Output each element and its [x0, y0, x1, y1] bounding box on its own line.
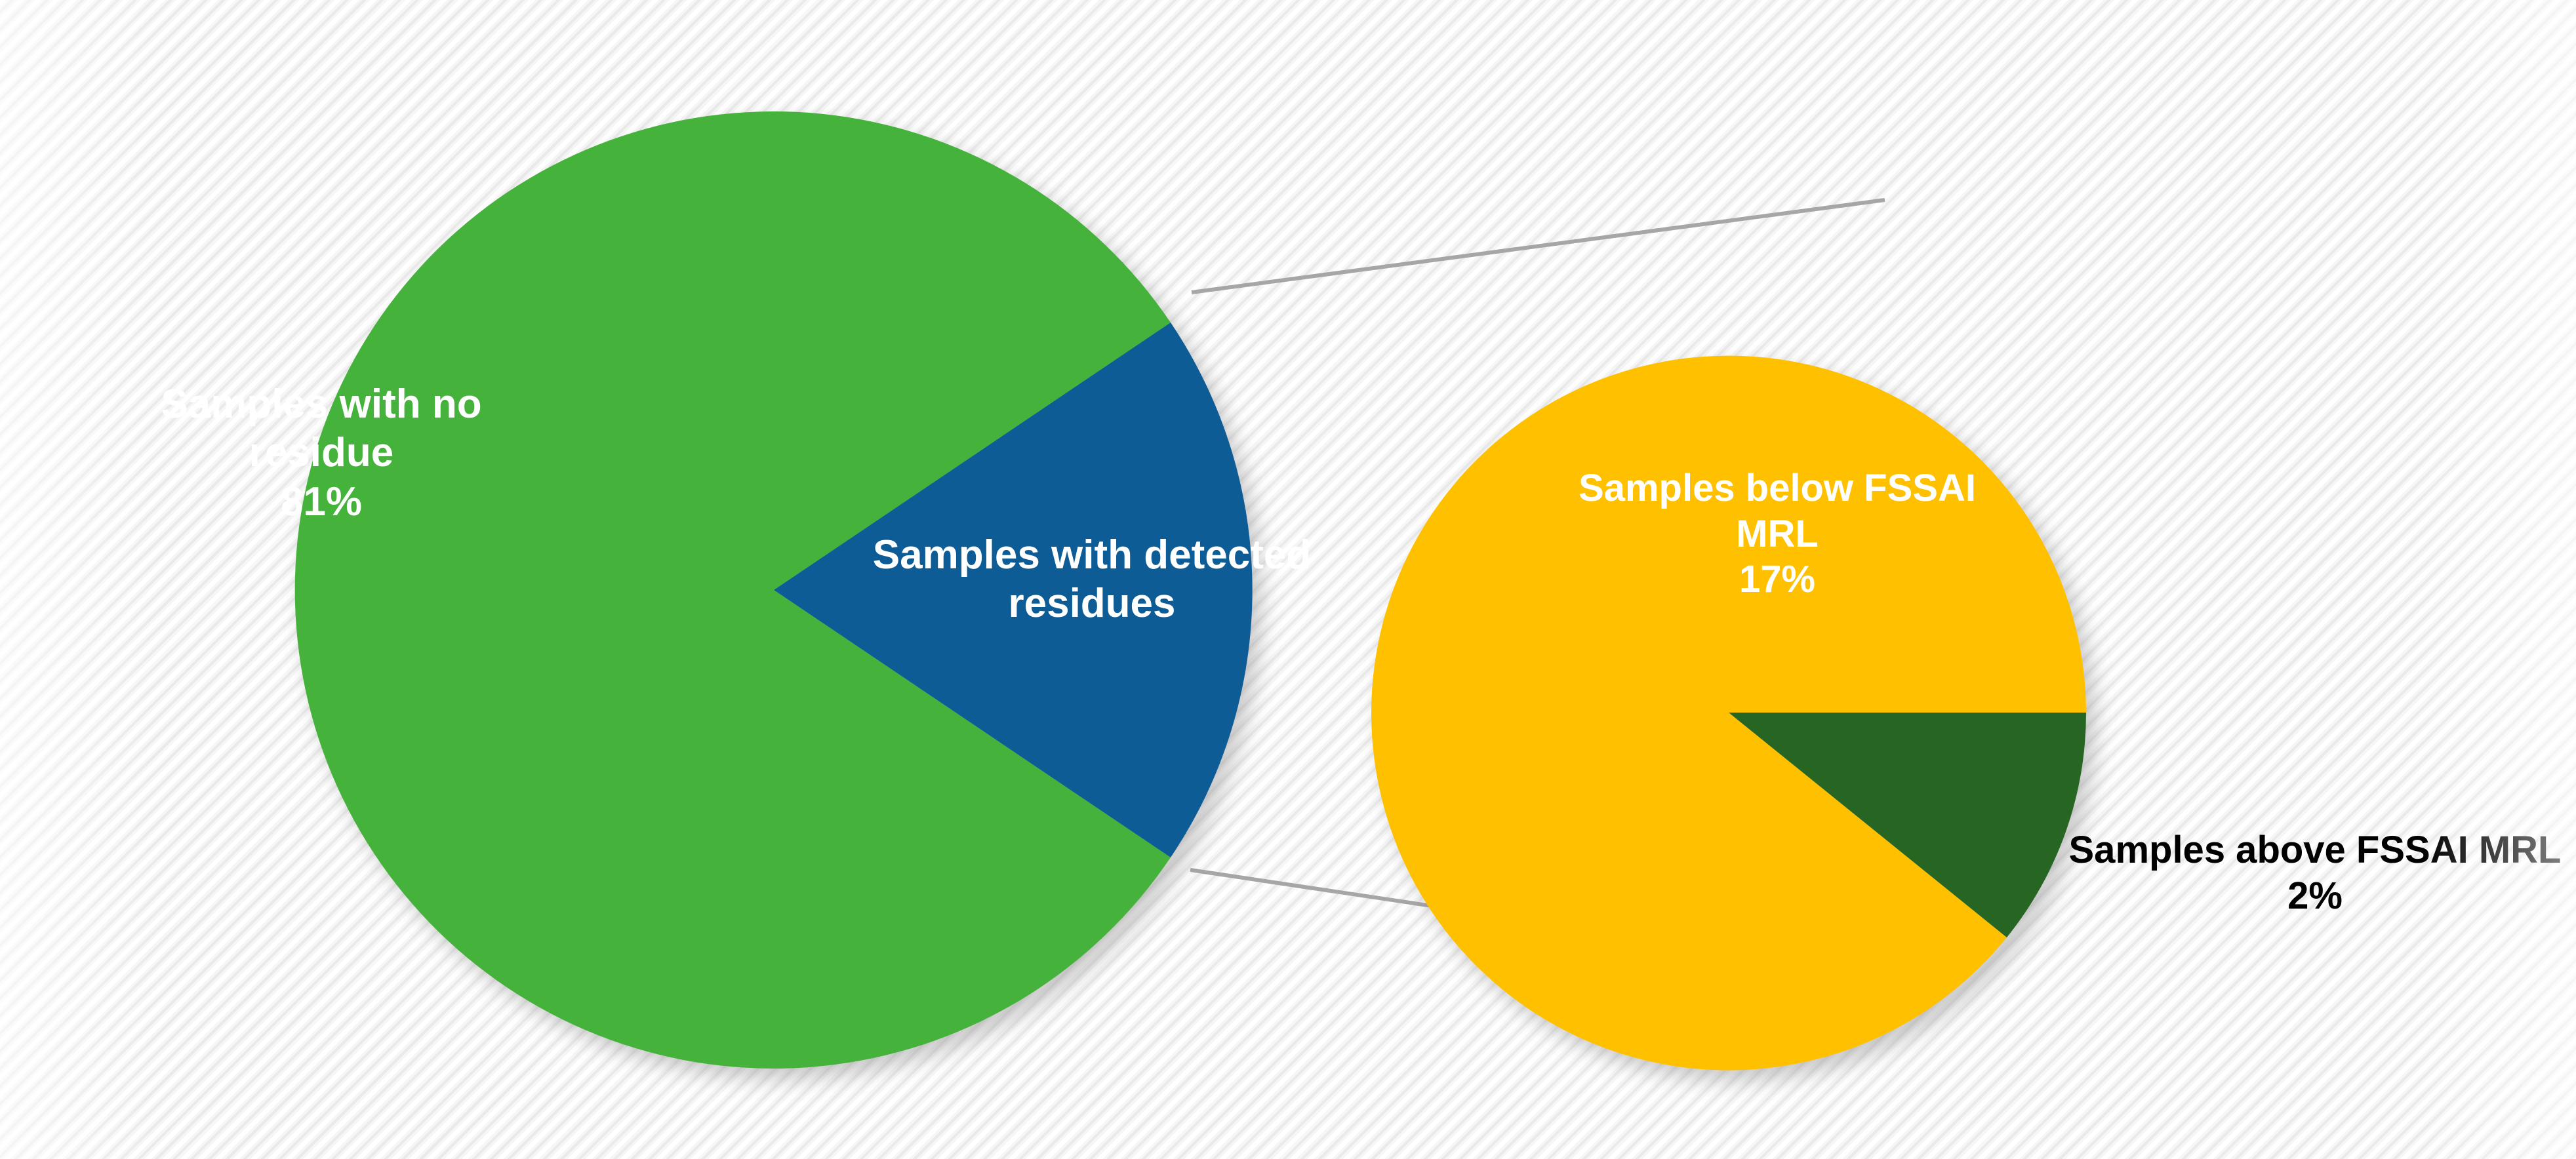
pie-slice-below-mrl[interactable]	[1371, 355, 2086, 1071]
secondary-pie	[1371, 355, 2087, 1071]
pie-slice-detected-residues[interactable]	[774, 323, 1253, 857]
primary-pie	[294, 111, 1253, 1069]
connector-line-top	[1191, 198, 1885, 294]
pie-slice-above-mrl[interactable]	[1729, 713, 2087, 937]
pie-slice-no-residue[interactable]	[294, 111, 1171, 1069]
